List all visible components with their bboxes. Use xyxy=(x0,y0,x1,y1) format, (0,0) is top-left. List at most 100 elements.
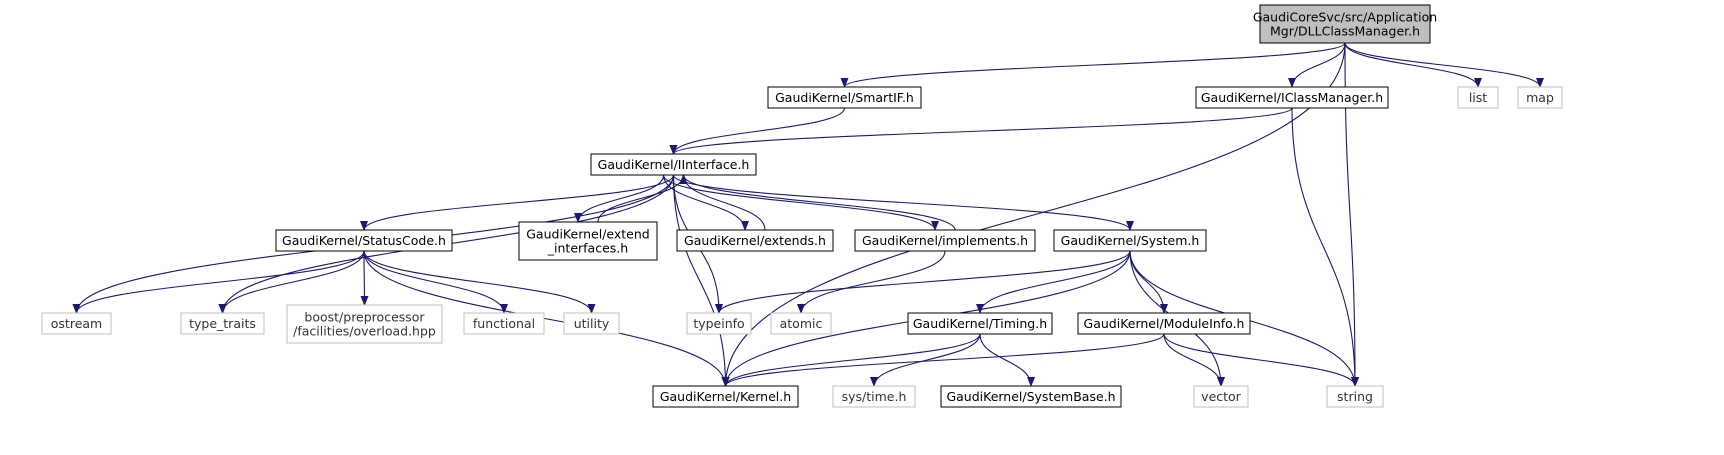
edge-statuscode-to-functional xyxy=(363,250,508,314)
edge-root-to-iclassmgr xyxy=(1288,42,1346,88)
node-moduleinfo[interactable]: GaudiKernel/ModuleInfo.h xyxy=(1077,312,1251,335)
node-ostream-box xyxy=(41,312,112,335)
node-statuscode-label-line-0: GaudiKernel/StatusCode.h xyxy=(282,233,446,248)
node-boostpp-label-line-1: /facilities/overload.hpp xyxy=(293,324,436,339)
node-systembase[interactable]: GaudiKernel/SystemBase.h xyxy=(940,385,1122,408)
node-systembase-label-line-0: GaudiKernel/SystemBase.h xyxy=(946,389,1115,404)
edge-iinterface-to-system xyxy=(672,174,1134,231)
node-string: string xyxy=(1326,385,1384,408)
node-list: list xyxy=(1457,86,1499,109)
node-vector-box xyxy=(1193,385,1249,408)
node-iinterface-label-line-0: GaudiKernel/IInterface.h xyxy=(598,157,750,172)
node-layer: GaudiCoreSvc/src/ApplicationMgr/DLLClass… xyxy=(41,4,1563,408)
node-system-label-line-0: GaudiKernel/System.h xyxy=(1061,233,1200,248)
edge-moduleinfo-to-vector xyxy=(1163,333,1225,387)
node-systime: sys/time.h xyxy=(832,385,916,408)
node-utility: utility xyxy=(563,312,620,335)
edge-statuscode-to-ostream xyxy=(72,250,365,314)
node-smartif-box xyxy=(767,86,922,109)
edge-system-to-typeinfo xyxy=(715,250,1131,314)
edge-root-to-smartif xyxy=(840,42,1346,88)
edge-moduleinfo-to-string xyxy=(1163,333,1359,387)
node-string-label-line-0: string xyxy=(1337,389,1373,404)
node-vector: vector xyxy=(1193,385,1249,408)
edge-timing-to-systembase xyxy=(979,333,1035,387)
node-smartif[interactable]: GaudiKernel/SmartIF.h xyxy=(767,86,922,109)
node-moduleinfo-label-line-0: GaudiKernel/ModuleInfo.h xyxy=(1084,316,1245,331)
node-vector-label-line-0: vector xyxy=(1201,389,1242,404)
node-type_traits-box xyxy=(180,312,265,335)
node-functional-label-line-0: functional xyxy=(473,316,535,331)
node-ostream-label-line-0: ostream xyxy=(51,316,102,331)
edge-root-to-map xyxy=(1344,42,1544,88)
node-type_traits: type_traits xyxy=(180,312,265,335)
node-root-label-line-0: GaudiCoreSvc/src/Application xyxy=(1253,10,1437,25)
node-ostream: ostream xyxy=(41,312,112,335)
edge-smartif-to-iinterface xyxy=(669,107,846,155)
edge-system-to-moduleinfo xyxy=(1129,250,1168,314)
node-iinterface[interactable]: GaudiKernel/IInterface.h xyxy=(590,153,757,176)
node-atomic-box xyxy=(770,312,832,335)
edge-system-to-timing xyxy=(976,250,1131,314)
edge-iinterface-to-extends xyxy=(662,174,749,231)
node-systime-label-line-0: sys/time.h xyxy=(842,389,907,404)
node-utility-label-line-0: utility xyxy=(574,316,610,331)
node-boostpp: boost/preprocessor/facilities/overload.h… xyxy=(286,304,443,344)
node-systime-box xyxy=(832,385,916,408)
node-list-label-line-0: list xyxy=(1469,90,1487,105)
node-kernel[interactable]: GaudiKernel/Kernel.h xyxy=(652,385,799,408)
node-extendif-label-line-0: GaudiKernel/extend xyxy=(526,227,649,242)
node-iclassmgr[interactable]: GaudiKernel/IClassManager.h xyxy=(1195,86,1389,109)
node-string-box xyxy=(1326,385,1384,408)
node-extends[interactable]: GaudiKernel/extends.h xyxy=(676,229,834,252)
node-kernel-label-line-0: GaudiKernel/Kernel.h xyxy=(660,389,791,404)
edge-statuscode-to-utility xyxy=(363,250,596,314)
edge-iinterface-to-implements xyxy=(662,174,939,231)
edge-iinterface-to-extendif xyxy=(574,174,665,223)
node-root-label-line-1: Mgr/DLLClassManager.h xyxy=(1270,24,1420,39)
node-typeinfo: typeinfo xyxy=(686,312,752,335)
node-implements-box xyxy=(854,229,1036,252)
node-system-box xyxy=(1053,229,1207,252)
edge-extends-to-iinterface xyxy=(679,174,766,231)
node-root-box xyxy=(1259,4,1431,44)
node-atomic-label-line-0: atomic xyxy=(780,316,823,331)
node-functional-box xyxy=(463,312,545,335)
node-utility-box xyxy=(563,312,620,335)
node-implements[interactable]: GaudiKernel/implements.h xyxy=(854,229,1036,252)
node-list-box xyxy=(1457,86,1499,109)
node-map-box xyxy=(1517,86,1563,109)
node-root[interactable]: GaudiCoreSvc/src/ApplicationMgr/DLLClass… xyxy=(1253,4,1437,44)
node-system[interactable]: GaudiKernel/System.h xyxy=(1053,229,1207,252)
edge-root-to-list xyxy=(1344,42,1482,88)
node-boostpp-label-line-0: boost/preprocessor xyxy=(304,310,425,325)
node-extends-box xyxy=(676,229,834,252)
edge-iinterface-to-kernel xyxy=(672,174,730,387)
node-iinterface-box xyxy=(590,153,757,176)
edge-iclassmgr-to-string xyxy=(1291,107,1359,387)
node-implements-label-line-0: GaudiKernel/implements.h xyxy=(862,233,1028,248)
node-systembase-box xyxy=(940,385,1122,408)
edge-statuscode-to-kernel xyxy=(363,250,730,387)
node-extends-label-line-0: GaudiKernel/extends.h xyxy=(684,233,826,248)
node-map: map xyxy=(1517,86,1563,109)
node-functional: functional xyxy=(463,312,545,335)
node-atomic: atomic xyxy=(770,312,832,335)
node-typeinfo-label-line-0: typeinfo xyxy=(693,316,744,331)
node-timing-box xyxy=(907,312,1053,335)
edge-statuscode-to-type_traits xyxy=(218,250,365,314)
node-extendif-box xyxy=(518,221,658,261)
edge-timing-to-systime xyxy=(870,333,981,387)
node-timing-label-line-0: GaudiKernel/Timing.h xyxy=(913,316,1047,331)
node-smartif-label-line-0: GaudiKernel/SmartIF.h xyxy=(775,90,914,105)
node-typeinfo-box xyxy=(686,312,752,335)
edge-implements-to-atomic xyxy=(797,250,946,314)
edge-timing-to-kernel xyxy=(721,333,981,387)
node-type_traits-label-line-0: type_traits xyxy=(189,316,256,331)
node-extendif[interactable]: GaudiKernel/extend_interfaces.h xyxy=(518,221,658,261)
edge-statuscode-to-boostpp xyxy=(360,250,369,306)
node-statuscode[interactable]: GaudiKernel/StatusCode.h xyxy=(275,229,453,252)
node-kernel-box xyxy=(652,385,799,408)
node-timing[interactable]: GaudiKernel/Timing.h xyxy=(907,312,1053,335)
